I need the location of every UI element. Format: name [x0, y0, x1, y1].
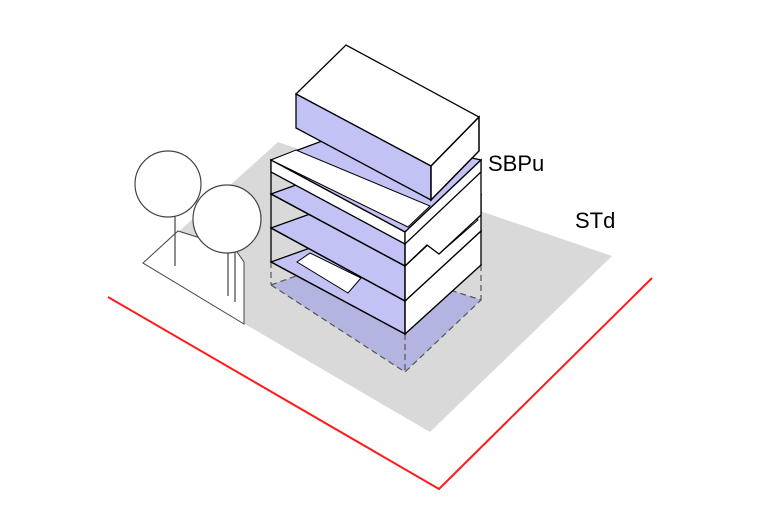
- opening-level-1: [296, 252, 362, 294]
- opening-level-4: [269, 149, 431, 228]
- tree-crown-2: [192, 184, 262, 254]
- building-surface-label: SBPu: [488, 151, 545, 176]
- site-boundary-line: [107, 277, 653, 491]
- top-block-shade: [430, 115, 480, 202]
- garden-patch: [142, 230, 245, 325]
- slab-edge-level-4-right: [404, 158, 482, 246]
- site-area-label: STd: [575, 208, 616, 233]
- tree-crown-1: [134, 150, 202, 218]
